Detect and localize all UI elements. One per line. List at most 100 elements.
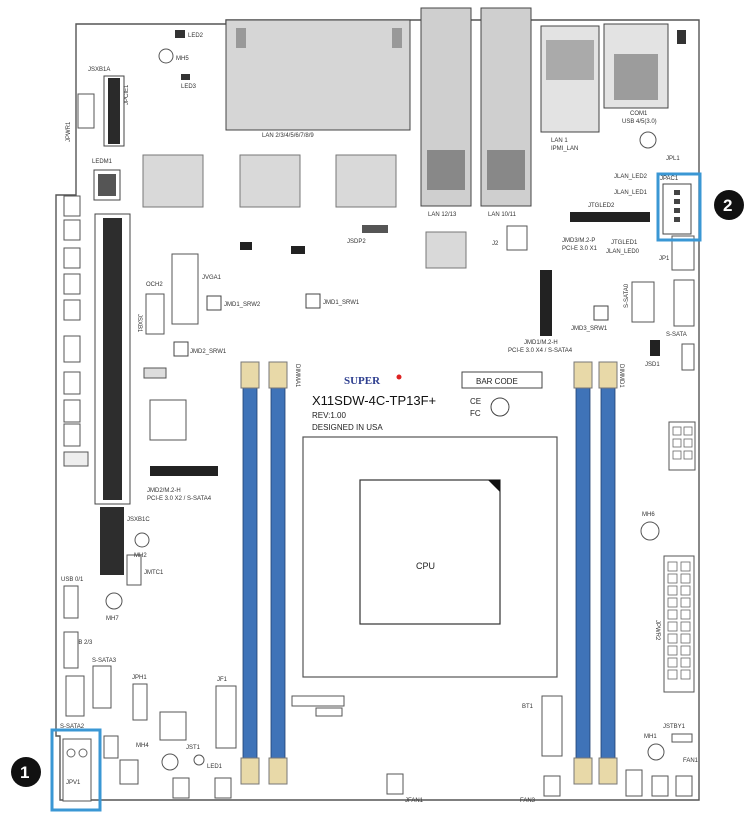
ssata3-connector [92,665,112,709]
jmtc1-connector [126,554,142,586]
jp1-label: JP1 [659,256,670,262]
jpac1-label: JPAC1 [660,176,679,182]
och2-label: OCH2 [146,282,163,288]
dimm-c1-latch-top [573,361,593,389]
jsdp2-label: JSDP2 [347,239,366,245]
dimm-a1-slot [242,365,258,777]
chip-1 [142,154,204,208]
jlan-led0-label: JLAN_LED0 [606,249,640,255]
fan1-label: FAN1 [683,758,699,764]
mount-hole-mh4 [161,753,179,771]
jpwr2-pins [667,561,691,680]
jsdp3-header [506,225,528,251]
lan-1011-label: LAN 10/11 [488,212,517,218]
mh7-label: MH7 [106,616,119,622]
mount-hole-mh3 [639,131,657,149]
fan3-connector [543,775,561,797]
mount-hole-mh5 [158,48,174,64]
led1-label: LED1 [207,764,223,770]
small-part-bottom-2 [315,707,343,717]
jsxb1c-slot [100,507,124,575]
jmd2-m2-slot [150,466,218,476]
fan1-connector [675,775,693,797]
fan2-connector [651,775,669,797]
jfan1-label: JFAN1 [405,798,424,804]
mount-hole-mh7 [105,592,123,610]
jsxb1-slot-label: JSXB1 [136,314,142,333]
bt1-battery-holder [541,695,563,757]
jmd2-sra1-box [173,341,189,357]
fan5-connector [214,777,232,799]
jsxb1a-label: JSXB1A [88,67,110,73]
jsdp1-header [240,242,252,250]
jmd2-m2-label: JMD2/M.2-H [147,488,181,494]
callout-1-highlight-box [50,728,102,812]
usb45-jack [614,54,658,100]
jsim1-part [149,399,187,441]
ssata0-connector [631,281,655,323]
jpl1-label: JPL1 [666,156,680,162]
jpp-bottom-header [625,769,643,797]
pcie-slot-left-pins [103,218,122,500]
mh4-label: MH4 [136,743,149,749]
cpu-pin1-marker [488,480,500,492]
jpv1-connector [62,738,92,802]
jmd1-m2-label: JMD1/M.2-H [524,340,558,346]
led2-header [175,30,185,38]
jpcie1-label: JPCIE1 [124,84,130,105]
jrk1-header [681,343,695,371]
usb23-label: USB 2/3 [70,640,93,646]
fc-mark: FC [470,409,481,418]
ssata0-label: S-SATA0 [624,283,630,308]
dimm-b1-latch-top [268,361,288,389]
pcie-x1-label: PCI-E 3.0 X1 [562,246,598,252]
led3-label: LED3 [181,84,197,90]
ssata3-label: S-SATA3 [92,658,117,664]
cpu-socket-inner [359,479,501,625]
jmd1-sra1-label: JMD1_SRW1 [323,300,360,306]
usb01-header [63,585,79,619]
cpu-label: CPU [416,561,435,571]
lan-big-inner-left [236,28,246,48]
usb23-header [63,631,79,669]
pcie-x4-label: PCI-E 3.0 X4 / S-SATA4 [508,348,573,354]
left-small-chip [63,451,89,467]
mh5-label: MH5 [176,56,189,62]
dimm-a1-latch-bottom [240,757,260,785]
ssata-mini-label: S-SATA [666,332,687,338]
jf1-label: JF1 [217,677,228,683]
small-part-bottom-1 [291,695,345,707]
brand-logo-dot [396,374,402,380]
ledm1-inner [98,174,116,196]
jpv1-pin-1 [66,748,76,758]
jpac1-pins [674,190,680,222]
led2-label: LED2 [188,33,204,39]
mount-hole-mh1 [647,743,665,761]
jmd3-sra1-box [593,305,609,321]
jmd2-sra1-label: JMD2_SRW1 [190,349,227,355]
jpwr1-connector [77,93,95,129]
jlan-led2-label: JLAN_LED2 [614,174,648,180]
jstby1-label: JSTBY1 [663,724,686,730]
jmd1-sra1-box [305,293,321,309]
mh6-label: MH6 [642,512,655,518]
dimm-b1-latch-bottom [268,757,288,785]
jmd3-sra1-label: JMD3_SRW1 [571,326,608,332]
bt1-label: BT1 [522,704,534,710]
board-revision: REV:1.00 [312,411,346,420]
brand-logo-text: SUPER [344,375,381,387]
chip-3 [335,154,397,208]
jvga1-header [171,253,199,325]
barcode-box [461,371,543,389]
jsd1-label: JSD1 [645,362,660,368]
ssata2-label: S-SATA2 [60,724,85,730]
dimm-d1-latch-bottom [598,757,618,785]
och2-part [145,293,165,335]
jtgled1-label: JTGLED1 [611,240,638,246]
dimm-d1-label: DIMMD1 [618,364,624,388]
lan-1213-jack [427,150,465,190]
lan1-label: LAN 1 [551,138,568,144]
jpv1-label: JPV1 [66,780,81,786]
led3-part [181,74,190,80]
ce-mark: CE [470,397,481,406]
